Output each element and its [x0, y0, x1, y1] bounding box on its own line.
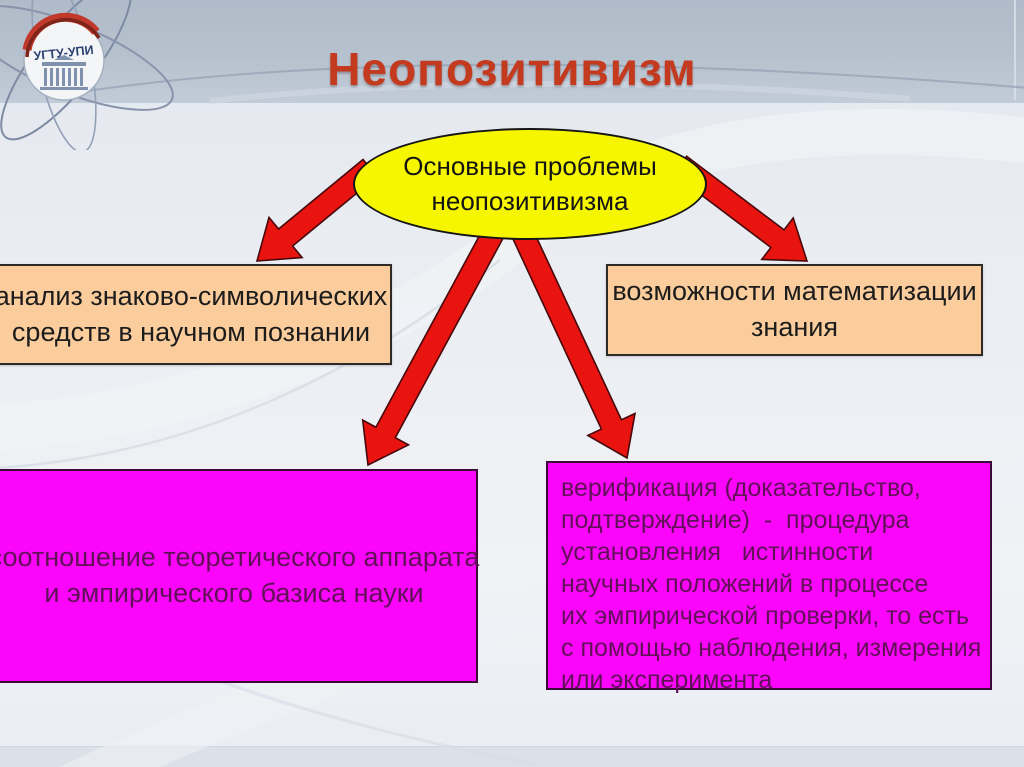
band-edge-line — [1014, 0, 1016, 100]
node-theory-text-line2: и эмпирического базиса науки — [44, 578, 424, 608]
node-verification-text-line2: подтверждение) - процедура — [561, 506, 910, 534]
node-verification-text-line1: верификация (доказательство, — [561, 474, 921, 502]
node-verification-text-line4: научных положений в процессе — [561, 570, 929, 598]
node-verification-text-line7: или эксперимента — [561, 666, 773, 694]
root-node-text-line2: неопозитивизма — [431, 186, 629, 216]
node-analysis-box: анализ знаково-символических средств в н… — [0, 264, 392, 365]
footer-strip — [0, 746, 1024, 767]
node-verification-text-line6: с помощью наблюдения, измерения — [561, 634, 982, 662]
slide-title: Неопозитивизм — [327, 43, 697, 95]
node-verification-text-line5: их эмпирической проверки, то есть — [561, 602, 970, 630]
node-analysis-text-line1: анализ знаково-символических — [0, 280, 388, 311]
root-node-ellipse: Основные проблемы неопозитивизма — [353, 128, 707, 240]
node-math-text-line2: знания — [751, 312, 838, 342]
node-analysis-text-line2: средств в научном познании — [11, 316, 371, 347]
node-theory-text-line1: соотношение теоретического аппарата — [0, 542, 480, 573]
node-math-text-line1: возможности математизации — [612, 276, 977, 307]
root-node-text-line1: Основные проблемы — [403, 150, 657, 181]
node-math-box: возможности математизации знания — [606, 264, 983, 356]
node-theory-box: соотношение теоретического аппарата и эм… — [0, 469, 480, 683]
node-verification-text-line3: установления истинности — [561, 538, 874, 566]
node-verification-box: верификация (доказательство, подтвержден… — [546, 461, 992, 694]
